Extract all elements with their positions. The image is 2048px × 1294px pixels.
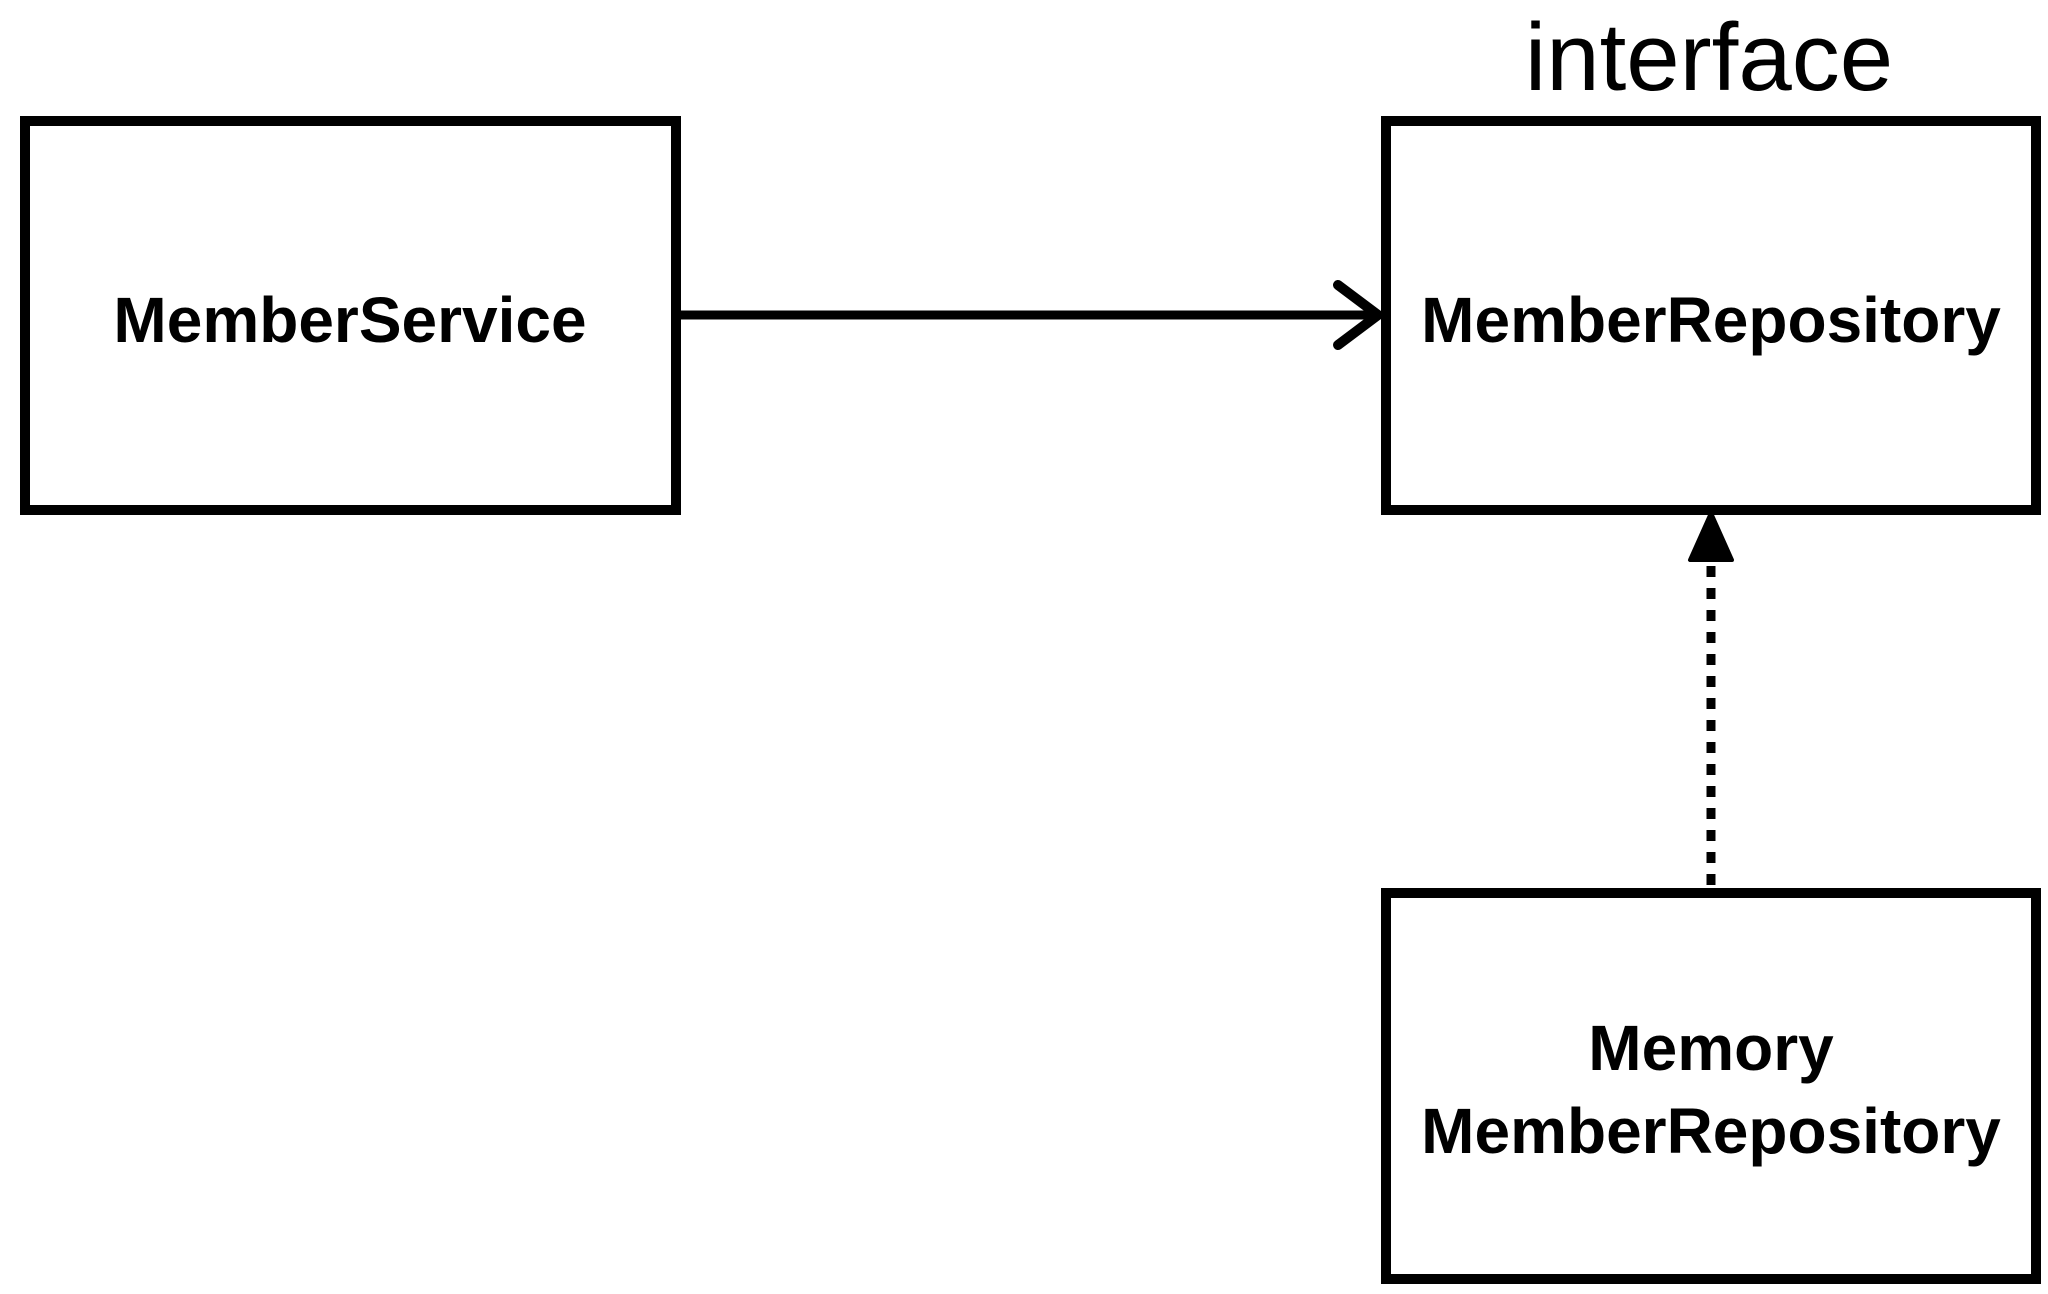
memory-member-repository-node[interactable]: Memory MemberRepository [1381, 888, 2041, 1284]
member-repository-label: MemberRepository [1421, 284, 2001, 356]
member-service-node[interactable]: MemberService [20, 116, 681, 515]
member-repository-box [1381, 116, 2041, 515]
member-repository-node[interactable]: interface MemberRepository [1381, 4, 2041, 515]
open-arrowhead-icon [1333, 280, 1383, 350]
memory-member-repository-label-line1: Memory [1588, 1012, 1834, 1084]
realization-edge [1688, 511, 1734, 885]
memory-member-repository-label-line2: MemberRepository [1421, 1095, 2001, 1167]
member-service-box [20, 116, 681, 515]
memory-member-repository-box [1381, 888, 2041, 1284]
filled-arrowhead-icon [1688, 511, 1734, 562]
member-service-label: MemberService [113, 284, 586, 356]
interface-stereotype-label: interface [1525, 4, 1893, 111]
association-edge [681, 280, 1383, 350]
